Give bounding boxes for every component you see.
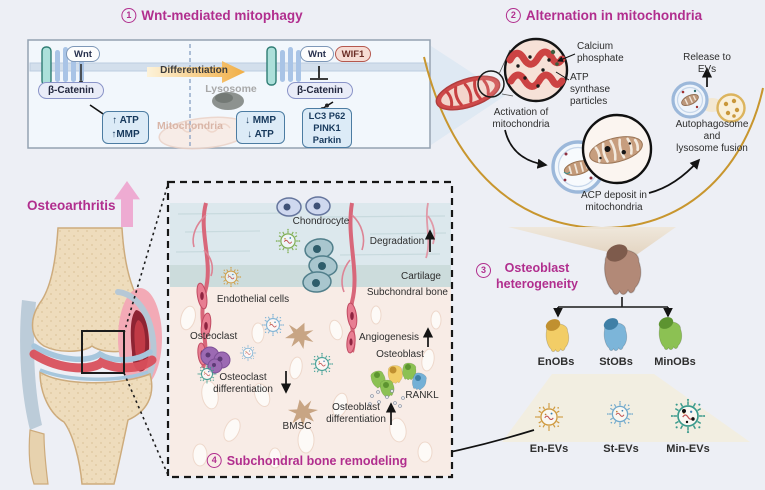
ev-icon [275,228,301,254]
panel4-title-text: Subchondral bone remodeling [226,453,408,468]
differentiation-label: Differentiation [160,65,228,76]
chondrocyte-cells-icon [276,196,331,217]
osteoclast-label: Osteoclast [190,331,238,342]
min-evs-label: Min-EVs [666,443,710,455]
beta-catenin-pill-right: β-Catenin [287,82,353,99]
blood-vessel-right [341,202,436,354]
zoom-region-box [81,330,125,374]
release-evs-label: Release to EVs [683,52,731,75]
osteoblast-heterogeneity-art [408,244,750,464]
mitochondrion-zoom-circle-icon [503,37,569,103]
rankl-granules [368,389,405,408]
mmp-atp-down-box: ↓ MMP ↓ ATP [236,111,285,144]
blood-vessel-left [192,202,214,369]
chondrocyte-stack-icon [302,238,338,293]
panel1-title: 1 Wnt-mediated mitophagy [121,8,303,23]
wif1-pill: WIF1 [335,46,371,62]
en-ev-icon [534,402,564,432]
subchondral-bone-panel-art [166,180,454,479]
minobs-label: MinOBs [654,356,696,368]
panel3-number-badge: 3 [476,263,491,278]
bmsc-label: BMSC [282,421,312,432]
atp-synthase-label: ATP synthase particles [570,72,611,107]
ev-icon [261,313,285,337]
fusion-label: Autophagosome and lysosome fusion [675,119,749,154]
acp-mitochondrion-circle-icon [581,113,653,185]
osteoblast-differentiation-label: Osteoblast differentiation [326,402,386,425]
panel4-title: 4 Subchondral bone remodeling [206,453,408,468]
enobs-label: EnOBs [537,356,575,368]
osteoblast-cell-icon [603,244,642,296]
panel4-number-badge: 4 [206,453,222,468]
ev-icon [239,344,257,362]
panel2-number-badge: 2 [505,8,521,23]
angiogenesis-label: Angiogenesis [358,332,420,343]
chondrocyte-label: Chondrocyte [292,216,350,227]
degradation-label: Degradation [369,236,425,247]
inhibition-tbar [310,66,328,80]
acp-deposit-label: ACP deposit in mitochondria [581,190,647,213]
rankl-label: RANKL [405,390,439,401]
osteoarthritis-label: Osteoarthritis [27,198,116,213]
cartilage-label: Cartilage [400,271,441,282]
autophagosome-lysosome-fusion-icon [671,81,746,123]
active-mitochondrion-icon [435,75,501,111]
panel1-title-text: Wnt-mediated mitophagy [141,8,303,23]
st-ev-icon [606,400,634,428]
en-evs-label: En-EVs [529,443,569,455]
differentiation-arrow [147,61,245,83]
min-ev-icon [670,398,706,434]
osteoclast-differentiation-label: Osteoclast differentiation [213,372,273,395]
panel1-number-badge: 1 [121,8,137,23]
ev-icon [220,266,242,288]
panel2-title: 2 Alternation in mitochondria [505,8,703,23]
wnt-pill-right: Wnt [300,46,334,62]
wnt-pill-left: Wnt [66,46,100,62]
mitophagy-markers-box: LC3 P62 PINK1 Parkin [302,108,352,148]
stob-cell-icon [603,318,628,352]
panel3-title: 3 Osteoblast heterogeneity [476,261,578,292]
st-evs-label: St-EVs [603,443,639,455]
minob-cell-icon [658,317,683,351]
osteoblast-label: Osteoblast [376,349,424,360]
enob-cell-icon [545,319,570,353]
mitochondria-label: Mitochondria [157,120,223,132]
panel2-title-text: Alternation in mitochondria [525,8,703,23]
atp-mmp-up-box: ↑ ATP ↑MMP [102,111,149,144]
wnt-receptor-right-icon [266,46,301,86]
mitochondria-panel-art [423,37,764,258]
activation-label: Activation of mitochondria [492,107,550,130]
stobs-label: StOBs [599,356,633,368]
knee-joint-illustration [20,183,169,485]
panel3-title-text: Osteoblast heterogeneity [496,261,578,291]
osteoblast-cluster-icon [369,361,429,398]
osteoclast-cell-icon [200,346,231,374]
lysosome-label: Lysosome [205,83,257,95]
endothelial-cells-label: Endothelial cells [216,294,290,305]
calcium-phosphate-label: Calcium phosphate [577,41,624,64]
zoom-panel-border [166,180,454,479]
beta-catenin-pill-left: β-Catenin [38,82,104,99]
subchondral-bone-label: Subchondral bone [366,287,448,298]
lysosome-icon [212,92,244,110]
ev-icon [310,352,334,376]
